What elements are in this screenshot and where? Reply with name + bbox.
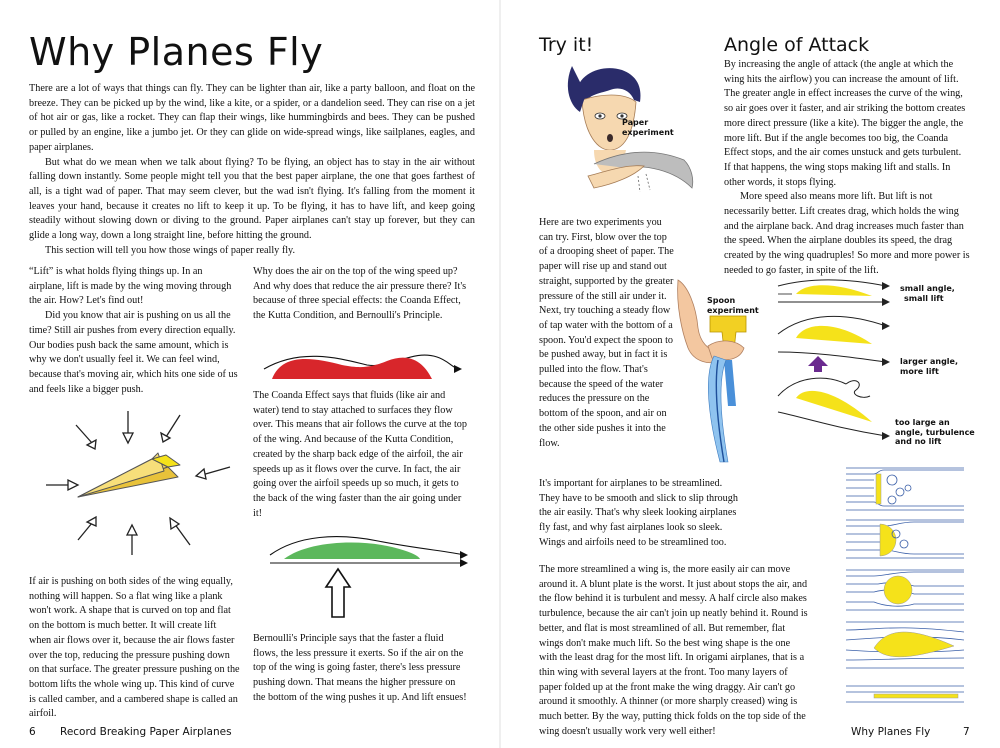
streamlining-diagrams (845, 467, 965, 703)
angle-of-attack-heading: Angle of Attack (724, 34, 870, 56)
experiments-text: Here are two experiments you can try. Fi… (539, 217, 674, 449)
page-title: Why Planes Fly (29, 30, 324, 74)
coanda-airflow-illustration (263, 354, 462, 379)
paper-experiment-illustration (567, 66, 694, 193)
try-it-heading: Try it! (539, 34, 594, 56)
page-gutter (499, 0, 501, 748)
label-line: angle, turbulence (895, 427, 975, 437)
spoon-experiment-illustration (677, 279, 747, 463)
label-line: larger angle, (900, 357, 958, 366)
angle-of-attack-diagrams (777, 279, 890, 440)
paper-airplane-pressure-illustration (46, 411, 231, 555)
coanda-text: The Coanda Effect says that fluids (like… (253, 390, 467, 519)
footer-section-title: Why Planes Fly (851, 726, 931, 738)
intro-text: There are a lot of ways that things can … (29, 82, 475, 258)
larger-angle-label: larger angle, more lift (900, 357, 958, 376)
too-large-angle-label: too large an angle, turbulence and no li… (895, 418, 975, 447)
paper-experiment-label: Paper experiment (622, 118, 674, 137)
lift-paragraph: “Lift” is what holds flying things up. I… (29, 266, 232, 307)
label-line: experiment (707, 305, 759, 315)
why-speed-up-text: Why does the air on the top of the wing … (253, 266, 467, 322)
label-line: and no lift (895, 437, 942, 446)
intro-paragraph: But what do we mean when we talk about f… (29, 156, 475, 242)
label-line: experiment (622, 127, 674, 137)
label-line: Paper (622, 118, 649, 127)
label-line: Spoon (707, 296, 736, 305)
label-line: more lift (900, 366, 939, 376)
spoon-experiment-label: Spoon experiment (707, 296, 759, 315)
label-line: small angle, (900, 284, 955, 293)
label-line: too large an (895, 418, 950, 427)
intro-paragraph: There are a lot of ways that things can … (29, 83, 475, 153)
footer-book-title: Record Breaking Paper Airplanes (60, 726, 232, 738)
angle-paragraph: By increasing the angle of attack (the a… (724, 59, 966, 188)
streamlined-intro-text: It's important for airplanes to be strea… (539, 478, 738, 548)
small-angle-label: small angle, small lift (900, 284, 955, 303)
lift-paragraph: Did you know that air is pushing on us a… (29, 310, 238, 395)
bernoulli-text: Bernoulli's Principle says that the fast… (253, 633, 467, 703)
lift-text: “Lift” is what holds flying things up. I… (29, 265, 240, 397)
label-line: small lift (904, 293, 944, 303)
intro-paragraph: This section will tell you how those win… (45, 244, 296, 256)
bernoulli-lift-illustration (269, 536, 468, 618)
streamlined-text: The more streamlined a wing is, the more… (539, 564, 808, 737)
angle-paragraph: More speed also means more lift. But lif… (724, 191, 970, 276)
footer-page-number-right: 7 (963, 726, 970, 738)
footer-page-number-left: 6 (29, 726, 36, 738)
angle-text: By increasing the angle of attack (the a… (724, 58, 970, 279)
airfoil-text: If air is pushing on both sides of the w… (29, 576, 240, 720)
